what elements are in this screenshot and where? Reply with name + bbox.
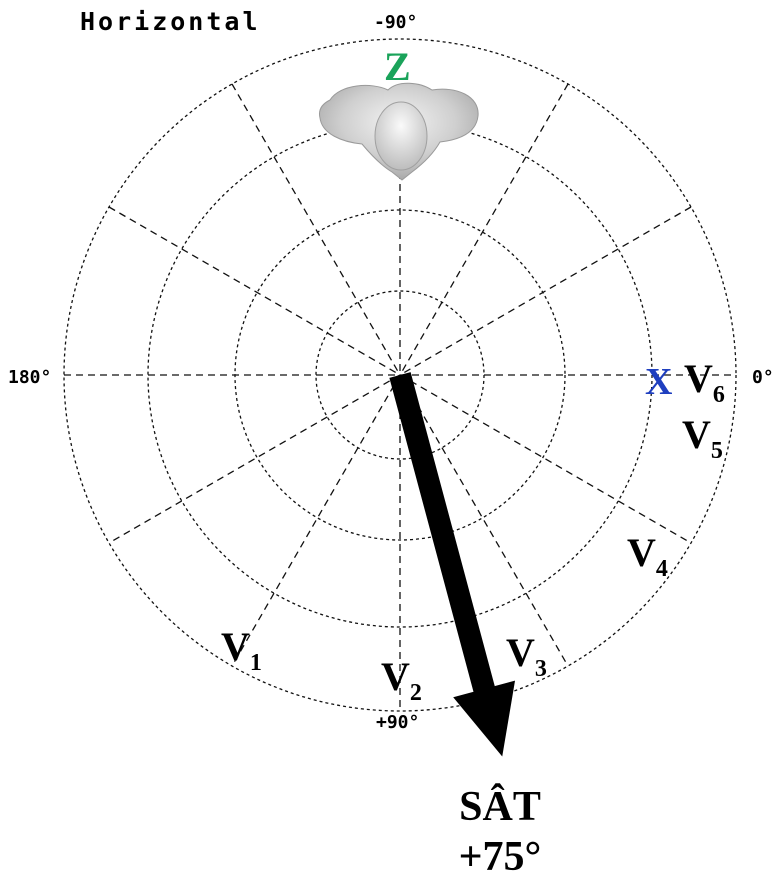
lead-v3-label: V3: [506, 630, 547, 682]
lead-v4-label: V4: [627, 530, 668, 582]
vector-angle-label: +75°: [459, 834, 542, 876]
vector-arrowhead: [453, 680, 516, 757]
x-axis-label: X: [645, 361, 672, 403]
lead-v6-label: V6: [684, 356, 725, 408]
lead-labels: V1 V2 V3 V4 V5 V6: [221, 356, 725, 706]
vector-arrow: [389, 372, 516, 757]
angle-label-left: 180°: [8, 367, 51, 388]
heart-superior-view-icon: [319, 82, 479, 181]
lead-v1-label: V1: [221, 624, 262, 676]
lead-v2-label: V2: [381, 654, 422, 706]
angle-label-bottom: +90°: [376, 712, 419, 733]
vector-name-label: SÂT: [459, 783, 541, 830]
diagram-title: Horizontal: [80, 7, 261, 36]
vector-shaft: [389, 372, 496, 694]
z-axis-label: Z: [384, 44, 411, 89]
angle-label-top: -90°: [374, 12, 417, 33]
angle-label-right: 0°: [752, 367, 774, 388]
ring-4: [63, 38, 737, 712]
lead-v5-label: V5: [682, 412, 723, 464]
